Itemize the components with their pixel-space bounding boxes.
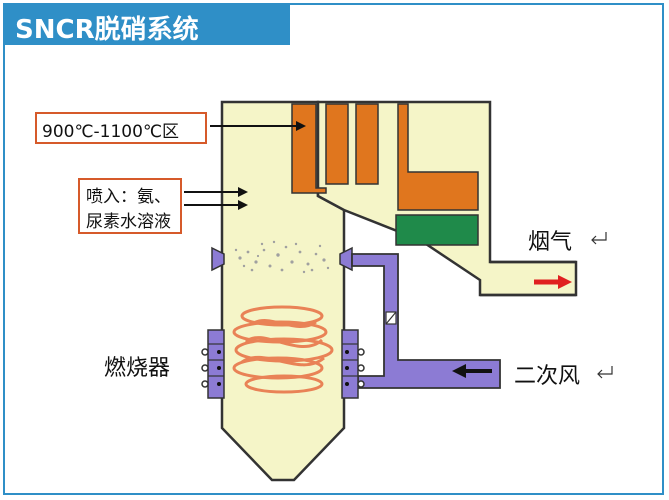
return-mark-flue xyxy=(591,232,607,245)
burner-flames xyxy=(232,305,334,394)
return-mark-air xyxy=(597,366,613,379)
burner-label: 燃烧器 xyxy=(104,356,171,381)
superheater-panel-4 xyxy=(397,103,479,211)
injection-label-line2: 尿素水溶液 xyxy=(86,212,171,232)
title-banner: SNCR脱硝系统 xyxy=(3,3,290,45)
temp-zone-arrow xyxy=(210,121,306,131)
flue-gas-arrow xyxy=(534,275,572,289)
secondary-air-arrow xyxy=(452,364,492,378)
inject-arrow-2 xyxy=(184,200,248,210)
injection-box xyxy=(78,178,182,234)
temp-zone-label: 900℃-1100℃区 xyxy=(42,122,180,142)
inject-arrow-1 xyxy=(184,187,248,197)
superheater-panel-3 xyxy=(355,103,379,185)
flue-gas-label: 烟气 xyxy=(528,230,573,255)
superheater-panel-2 xyxy=(325,103,349,185)
secondary-air-label: 二次风 xyxy=(514,364,581,389)
injection-label-line1: 喷入：氨、 xyxy=(86,187,171,207)
nozzle-left xyxy=(211,246,225,272)
page-title: SNCR脱硝系统 xyxy=(15,15,199,45)
reagent-spray xyxy=(234,240,330,274)
burner-left xyxy=(201,329,225,399)
economizer xyxy=(395,214,479,246)
burner-right xyxy=(341,329,365,399)
temp-zone-box xyxy=(35,112,207,144)
